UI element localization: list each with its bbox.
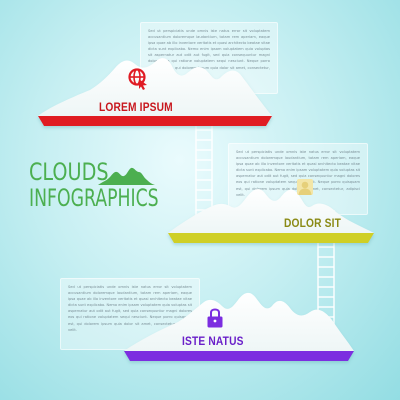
text-panel-3-body: Sed ut perspiciatis unde omnis iste natu…	[68, 285, 192, 332]
lock-icon	[207, 308, 223, 328]
cloud-1-base	[38, 116, 272, 126]
cloud-1	[38, 58, 272, 126]
section-1-label: LOREM IPSUM	[99, 100, 173, 114]
title-line-2: INFOGRAPHICS	[29, 184, 159, 212]
user-icon	[297, 179, 313, 195]
cloud-2-base	[168, 233, 374, 243]
cloud-1-shape	[38, 58, 272, 116]
title-line-1: CLOUDS	[29, 158, 109, 186]
globe-cursor-icon	[128, 68, 147, 90]
cloud-2-shape	[168, 189, 374, 233]
cloud-3	[124, 292, 354, 361]
section-2-label: DOLOR SIT	[284, 216, 342, 230]
title-mini-chart	[98, 167, 155, 185]
cloud-3-base	[124, 351, 354, 361]
section-3-label: ISTE NATUS	[182, 334, 244, 348]
cloud-2	[168, 189, 374, 243]
cloud-3-shape	[124, 292, 354, 351]
